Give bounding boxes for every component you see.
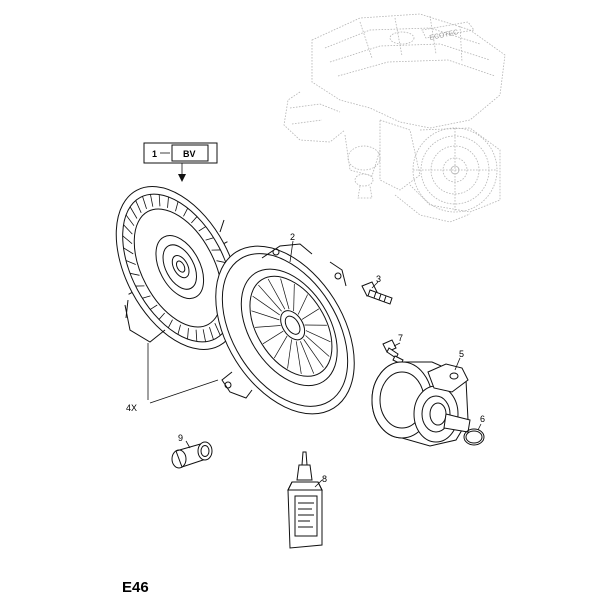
callout-5: 5 [459, 349, 464, 359]
bushing-drawing [171, 441, 213, 469]
callout-2: 2 [290, 232, 295, 242]
reference-box: 1 BV [143, 142, 218, 182]
reference-index: 1 [152, 149, 157, 159]
slave-cylinder-drawing [371, 361, 471, 447]
callout-3: 3 [376, 274, 381, 284]
pressure-plate-drawing [215, 245, 355, 415]
callout-8: 8 [322, 474, 327, 484]
callout-7: 7 [398, 333, 403, 343]
o-ring-drawing [463, 428, 485, 446]
bolt-drawing [361, 281, 393, 305]
callout-quantity: 4X [126, 403, 137, 413]
reference-code: BV [183, 149, 196, 159]
page-code: E46 [122, 579, 149, 596]
engine-logo-text: ECOTEC [429, 29, 459, 42]
callout-6: 6 [480, 414, 485, 424]
callout-leaders [147, 240, 482, 488]
bleed-screw-drawing [382, 339, 404, 365]
engine-ghost-illustration: ECOTEC [283, 13, 506, 223]
fluid-bottle-drawing [287, 451, 323, 549]
callout-9: 9 [178, 433, 183, 443]
